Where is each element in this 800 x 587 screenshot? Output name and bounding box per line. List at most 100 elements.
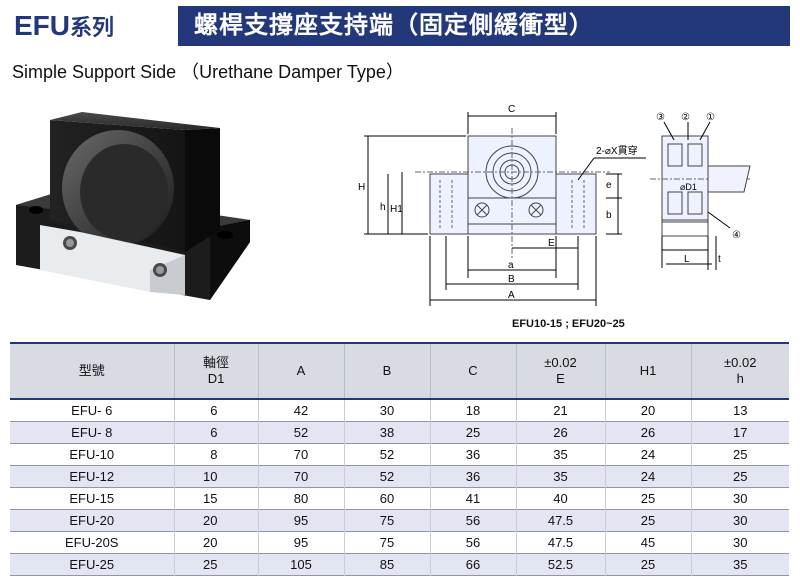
column-header-text: B bbox=[382, 363, 392, 378]
dim-a-cap-label: A bbox=[508, 290, 515, 301]
table-cell: 56 bbox=[429, 531, 516, 554]
dim-h-label: h bbox=[380, 202, 386, 213]
table-cell: 70 bbox=[257, 443, 344, 466]
column-header: C bbox=[429, 343, 516, 399]
table-cell: 52 bbox=[343, 443, 430, 466]
dim-a-label: a bbox=[508, 260, 514, 271]
table-cell: 26 bbox=[515, 421, 605, 444]
column-header: H1 bbox=[604, 343, 691, 399]
dim-hcap-label: H bbox=[358, 182, 365, 193]
table-cell: 35 bbox=[690, 553, 789, 576]
dimension-drawing: C H h H1 e b E a B A 2-⌀X貫穿 ⌀D1 L t ③ ② … bbox=[358, 104, 751, 306]
table-cell: 21 bbox=[515, 399, 605, 422]
table-cell: 75 bbox=[343, 509, 430, 532]
dim-ecap-label: E bbox=[548, 238, 555, 249]
table-cell: 36 bbox=[429, 465, 516, 488]
column-header-text: h bbox=[736, 371, 744, 386]
table-cell: 25 bbox=[604, 487, 691, 510]
table-cell: 35 bbox=[515, 465, 605, 488]
table-cell: 25 bbox=[173, 553, 258, 576]
table-cell: 47.5 bbox=[515, 509, 605, 532]
table-cell: 15 bbox=[173, 487, 258, 510]
table-cell: EFU-12 bbox=[10, 465, 174, 488]
table-cell: 20 bbox=[173, 509, 258, 532]
column-header-text: D1 bbox=[207, 371, 225, 386]
table-cell: 52 bbox=[343, 465, 430, 488]
table-cell: 105 bbox=[257, 553, 344, 576]
drawing-caption: EFU10-15 ; EFU20~25 bbox=[512, 318, 625, 330]
column-header: A bbox=[257, 343, 344, 399]
table-cell: 24 bbox=[604, 465, 691, 488]
table-cell: 41 bbox=[429, 487, 516, 510]
table-cell: 30 bbox=[690, 509, 789, 532]
table-cell: 60 bbox=[343, 487, 430, 510]
table-cell: 18 bbox=[429, 399, 516, 422]
column-header-text: ±0.02 bbox=[544, 355, 577, 370]
table-cell: 26 bbox=[604, 421, 691, 444]
callout-3: ③ bbox=[656, 112, 665, 123]
table-cell: 80 bbox=[257, 487, 344, 510]
table-cell: 56 bbox=[429, 509, 516, 532]
table-cell: 13 bbox=[690, 399, 789, 422]
table-cell: EFU-10 bbox=[69, 447, 115, 462]
table-cell: EFU-15 bbox=[69, 491, 115, 506]
table-cell: 25 bbox=[604, 509, 691, 532]
page-subtitle: Simple Support Side （Urethane Damper Typ… bbox=[12, 62, 404, 82]
dim-h1-label: H1 bbox=[390, 204, 403, 215]
hole-label: 2-⌀X貫穿 bbox=[596, 144, 638, 157]
table-cell: 30 bbox=[343, 399, 430, 422]
table-cell: 30 bbox=[690, 531, 789, 554]
column-header-text: 型號 bbox=[78, 363, 105, 378]
table-cell: 95 bbox=[257, 509, 344, 532]
table-cell: 52 bbox=[257, 421, 344, 444]
table-cell: 30 bbox=[690, 487, 789, 510]
dim-e-label: e bbox=[606, 180, 612, 191]
table-cell: 8 bbox=[173, 443, 258, 466]
column-header-text: H1 bbox=[639, 363, 657, 378]
table-cell: 6 bbox=[173, 421, 258, 444]
table-cell: 25 bbox=[429, 421, 516, 444]
callout-2: ② bbox=[681, 112, 690, 123]
table-cell: 36 bbox=[429, 443, 516, 466]
table-cell: 25 bbox=[690, 443, 789, 466]
table-cell: 20 bbox=[604, 399, 691, 422]
table-cell: 6 bbox=[173, 399, 258, 422]
series-suffix: 系列 bbox=[70, 15, 115, 40]
table-cell: 10 bbox=[173, 465, 258, 488]
table-cell: 25 bbox=[690, 465, 789, 488]
header-bar: EFU系列 螺桿支撐座支持端（固定側緩衝型） bbox=[10, 6, 790, 46]
dim-t-label: t bbox=[718, 254, 721, 265]
callout-1: ① bbox=[706, 112, 715, 123]
column-header-text: 軸徑 bbox=[202, 355, 229, 370]
table-cell: 47.5 bbox=[515, 531, 605, 554]
column-header: 型號 bbox=[10, 343, 174, 399]
table-cell: 42 bbox=[257, 399, 344, 422]
table-cell: 45 bbox=[604, 531, 691, 554]
table-cell: 35 bbox=[515, 443, 605, 466]
table-cell: EFU- 6 bbox=[71, 403, 113, 418]
table-cell: 17 bbox=[690, 421, 789, 444]
series-label: EFU系列 bbox=[10, 6, 178, 46]
table-cell: 20 bbox=[173, 531, 258, 554]
column-header-text: ±0.02 bbox=[724, 355, 757, 370]
product-photo bbox=[16, 112, 250, 300]
dim-l-label: L bbox=[684, 254, 690, 265]
table-cell: 70 bbox=[257, 465, 344, 488]
table-cell: 66 bbox=[429, 553, 516, 576]
table-cell: 25 bbox=[604, 553, 691, 576]
table-cell: 52.5 bbox=[515, 553, 605, 576]
table-cell: EFU-20S bbox=[65, 535, 119, 550]
column-header-text: A bbox=[296, 363, 306, 378]
table-cell: EFU-25 bbox=[10, 553, 174, 576]
